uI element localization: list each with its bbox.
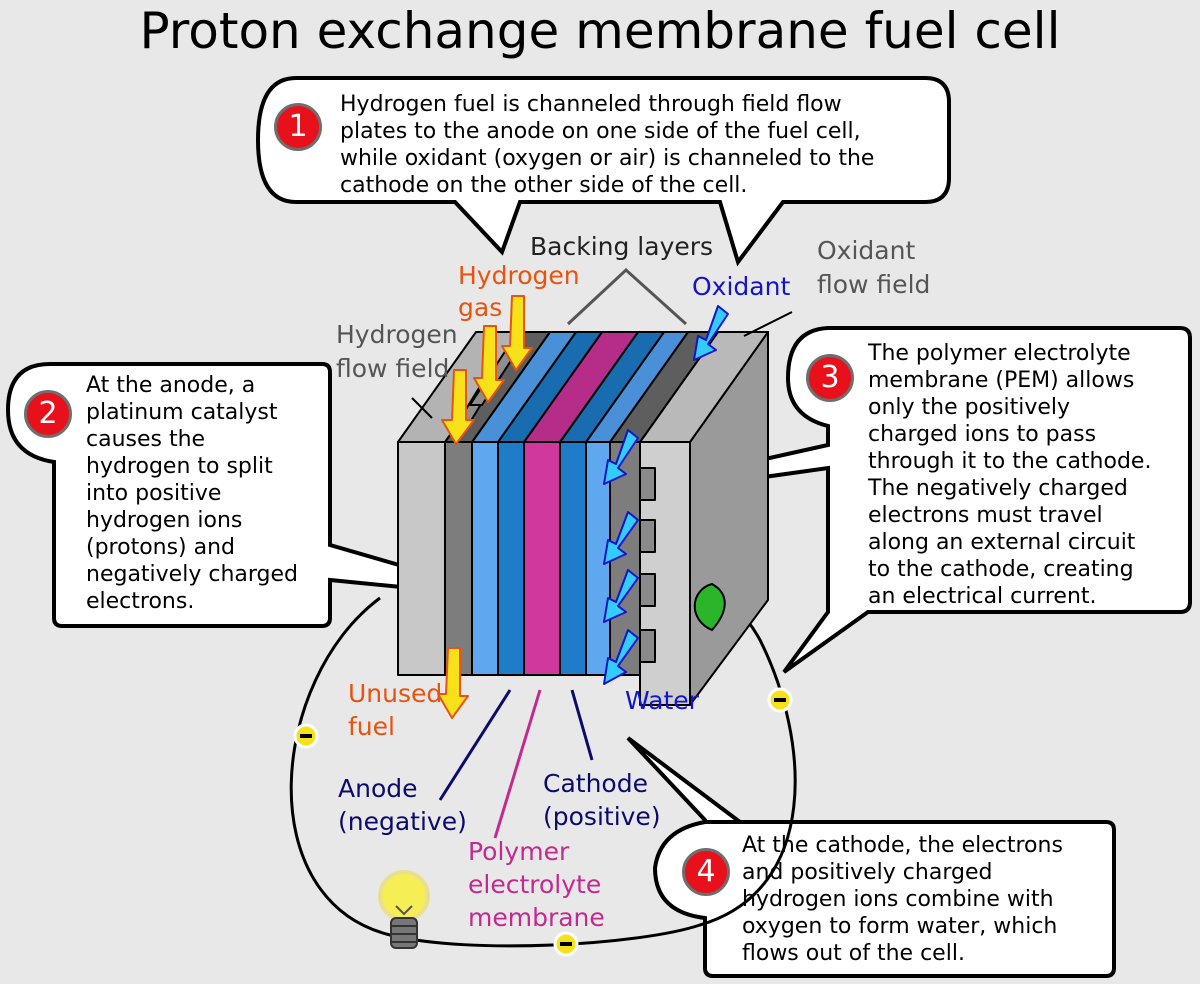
callout-text-1: Hydrogen fuel is channeled through field… (340, 92, 875, 198)
callout-bubble-3 (544, 326, 1192, 674)
polymer-membrane-label: Polymer electrolyte membrane (468, 837, 605, 932)
cathode-pointer (570, 689, 594, 761)
callout-bubble-2 (5, 362, 514, 628)
callout-bubble-1 (255, 76, 951, 267)
callout-number-3: 3 (806, 354, 854, 402)
light-bulb-icon (378, 870, 430, 949)
cathode-label: Cathode (positive) (543, 769, 661, 831)
hydrogen-flow-pointer (411, 397, 433, 419)
hydrogen-flow-field-label: Hydrogen flow field (336, 320, 458, 383)
backing-layers-label: Backing layers (530, 232, 714, 261)
leaf-icon (693, 582, 726, 632)
oxidant-flow-pointer (743, 311, 793, 337)
electron-icon (293, 687, 793, 957)
anode-label: Anode (negative) (338, 774, 467, 836)
callout-text-4: At the cathode, the electrons and positi… (742, 833, 1063, 966)
oxidant-flow-field-label: Oxidant flow field (817, 236, 931, 299)
oxidant-label: Oxidant (692, 272, 791, 301)
callout-number-4: 4 (682, 848, 730, 896)
water-arrow-icon (603, 511, 639, 685)
callout-text-2: At the anode, a platinum catalyst causes… (86, 373, 298, 614)
anode-layer (497, 441, 525, 676)
external-circuit-wire (289, 592, 797, 948)
hydrogen-plate-face (397, 441, 446, 676)
water-label: Water (625, 686, 699, 715)
anode-pointer (438, 689, 512, 801)
oxidant-arrow-icon (603, 305, 729, 485)
page-title: Proton exchange membrane fuel cell (139, 2, 1061, 60)
callout-bubble-4 (626, 736, 1116, 978)
cathode-layer (559, 441, 587, 676)
hydrogen-arrow-icon (441, 295, 533, 445)
callout-text-3: The polymer electrolyte membrane (PEM) a… (868, 341, 1152, 609)
membrane-pointer (493, 689, 542, 839)
callout-number-1: 1 (274, 103, 322, 151)
unused-fuel-label: Unused fuel (348, 679, 443, 741)
backing-layers-bracket (566, 267, 688, 326)
membrane-layer (523, 441, 561, 676)
callout-number-2: 2 (24, 390, 72, 438)
anode-backing-layer (471, 441, 499, 676)
unused-fuel-arrow-icon (437, 647, 469, 719)
hydrogen-gas-label: Hydrogen gas (458, 261, 580, 322)
